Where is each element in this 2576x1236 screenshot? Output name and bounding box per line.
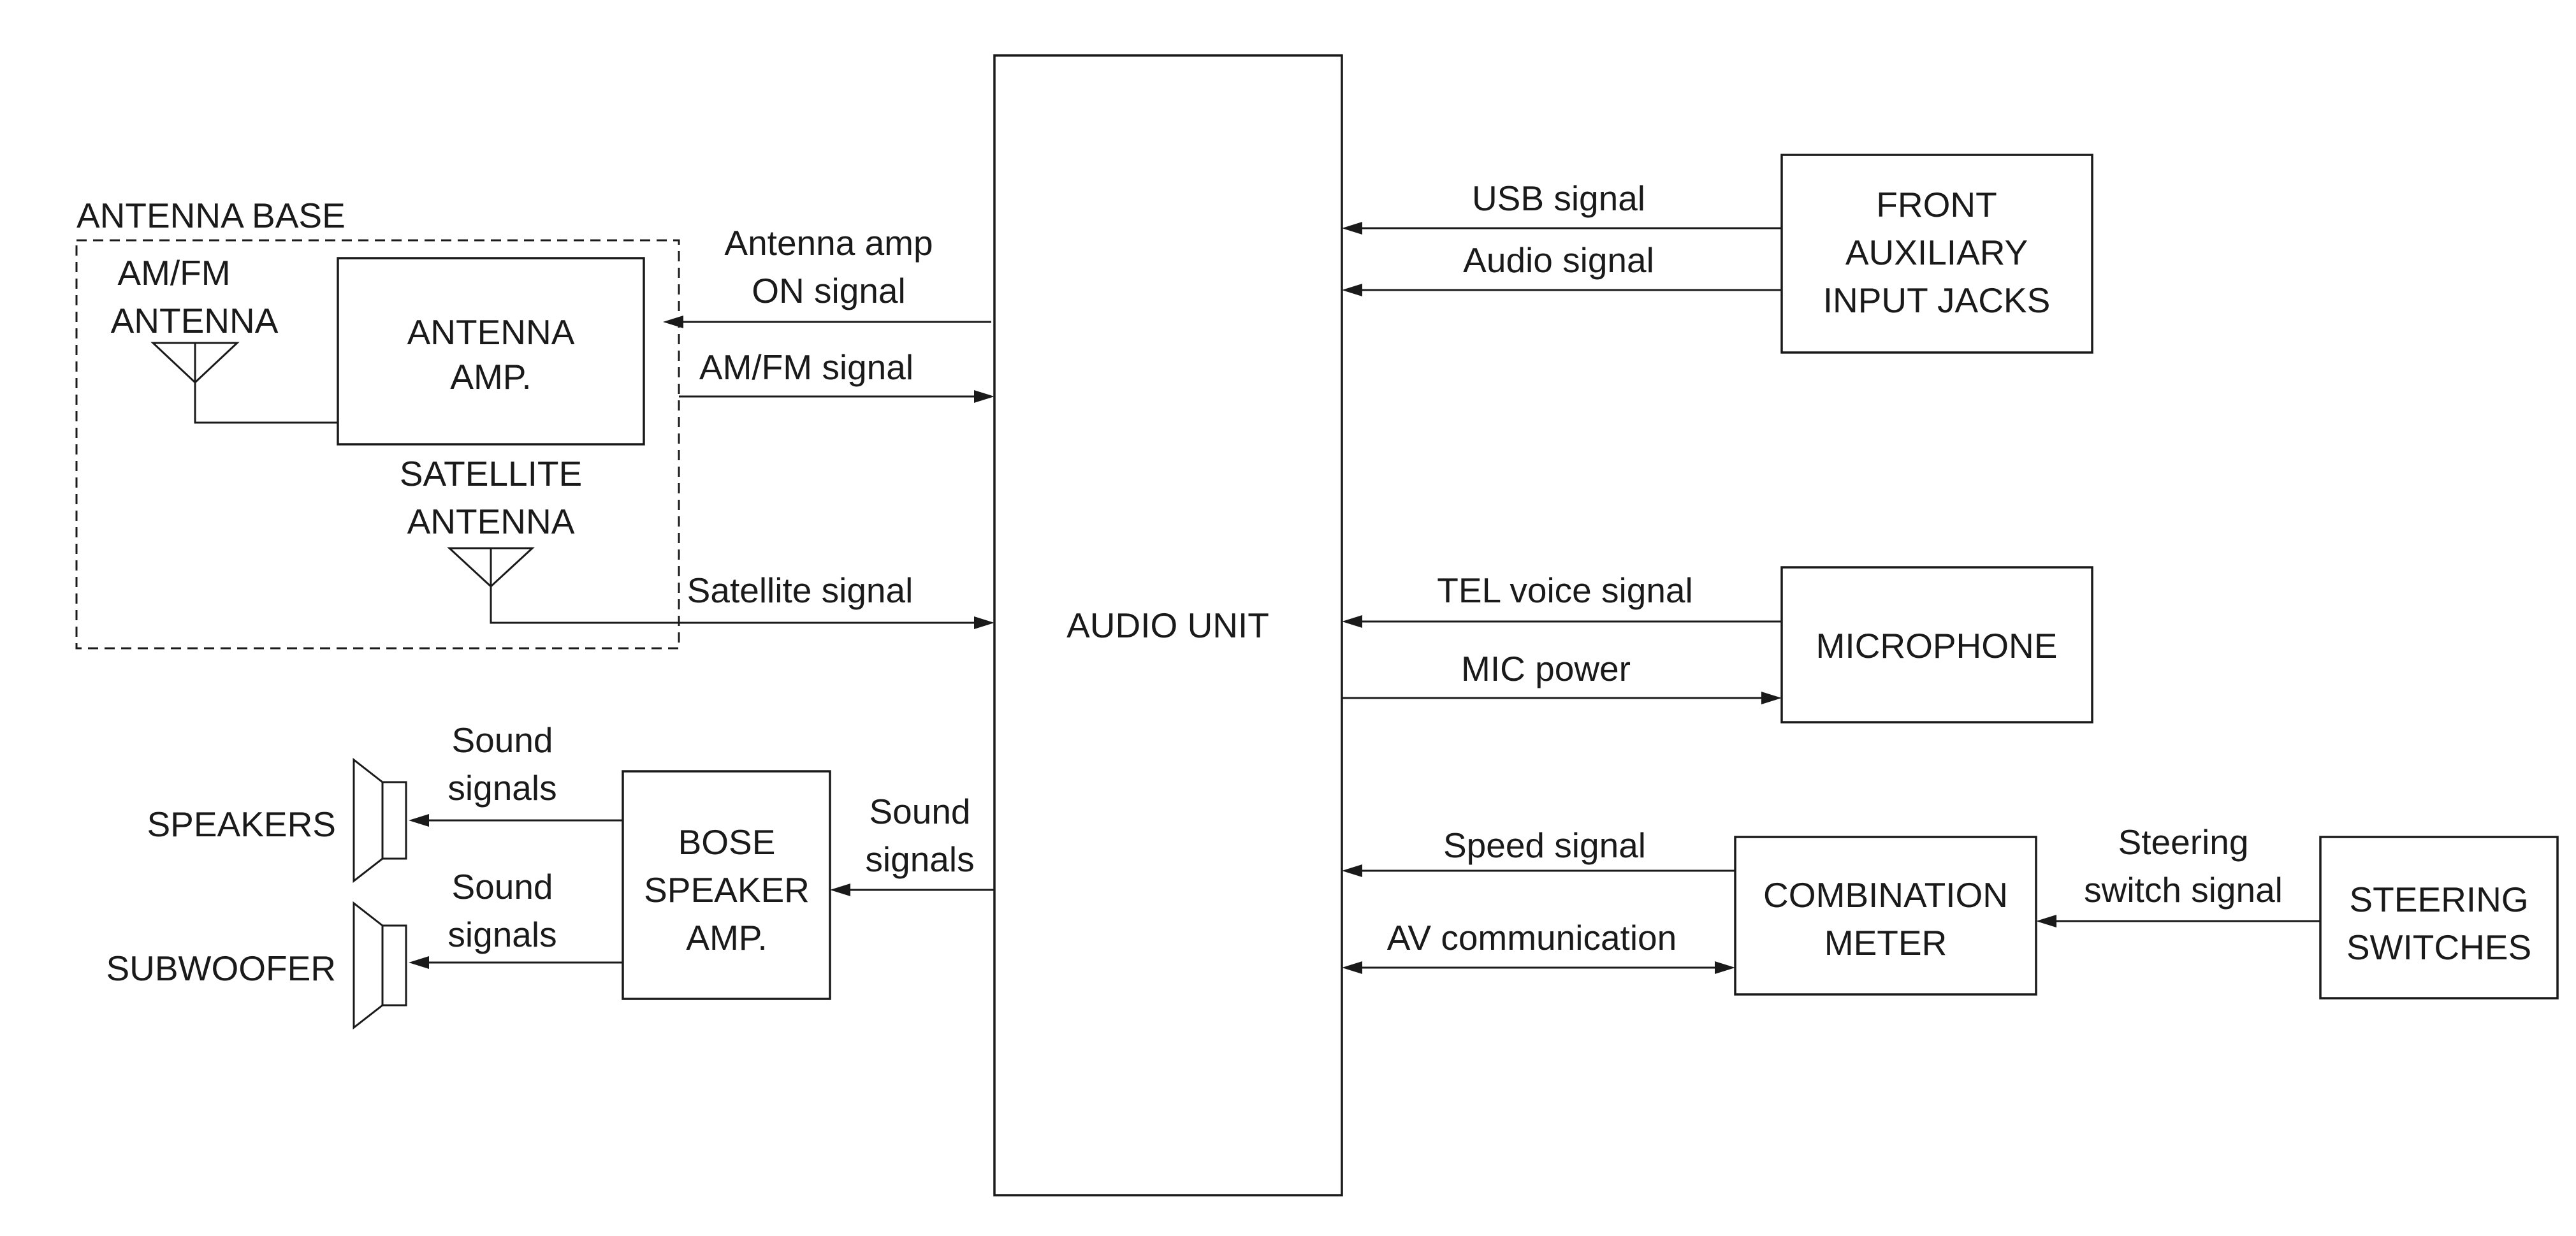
subwoofer-label: SUBWOOFER (106, 949, 336, 988)
sound-signals-to-speakers-label-line1: Sound (451, 720, 553, 760)
usb-signal-label: USB signal (1472, 178, 1645, 218)
subwoofer-icon (353, 901, 407, 1030)
steering-switch-signal-label-line2: switch signal (2084, 870, 2283, 910)
antenna-amp-on-label-line2: ON signal (752, 271, 905, 310)
steering-switches-block (2319, 836, 2559, 1000)
bose-speaker-amp-block (622, 770, 831, 1000)
audio-signal-arrowhead (1342, 284, 1362, 296)
av-communication-arrowhead-left (1342, 961, 1362, 974)
front-aux-label-line2: AUXILIARY (1845, 233, 2028, 272)
sound-signals-to-subwoofer-label-line1: Sound (451, 867, 553, 906)
amfm-antenna-label-line1: AM/FM (117, 253, 230, 293)
microphone-label: MICROPHONE (1816, 626, 2058, 665)
speakers-label: SPEAKERS (147, 804, 336, 844)
antenna-amp-label-line1: ANTENNA (407, 312, 575, 352)
antenna-amp-on-label-line1: Antenna amp (724, 223, 933, 263)
sound-signals-to-speakers-label-line2: signals (448, 768, 557, 808)
satellite-antenna-icon (447, 547, 679, 624)
amfm-antenna-label-line2: ANTENNA (111, 301, 279, 340)
audio-unit-label: AUDIO UNIT (1066, 606, 1269, 645)
amfm-signal-arrowhead (974, 390, 994, 403)
steering-switch-signal-arrowhead (2036, 915, 2056, 927)
bose-amp-label-line3: AMP. (686, 918, 767, 957)
steering-switches-label-line2: SWITCHES (2347, 927, 2531, 967)
satellite-antenna-label-line2: ANTENNA (407, 502, 575, 541)
front-aux-label-line3: INPUT JACKS (1823, 280, 2051, 320)
av-communication-label: AV communication (1387, 918, 1677, 957)
amfm-antenna-icon (150, 342, 338, 424)
speaker-icon (353, 757, 407, 883)
amfm-signal-label: AM/FM signal (699, 347, 913, 387)
tel-voice-signal-arrowhead (1342, 615, 1362, 628)
sound-signals-to-subwoofer-label-line2: signals (448, 915, 557, 954)
microphone-block (1780, 566, 2093, 723)
satellite-signal-label: Satellite signal (687, 571, 913, 610)
antenna-base-label: ANTENNA BASE (76, 196, 346, 235)
usb-signal-arrowhead (1342, 222, 1362, 235)
sound-signals-to-amp-label-line2: signals (865, 840, 974, 879)
steering-switches-label-line1: STEERING (2349, 880, 2528, 919)
audio-signal-label: Audio signal (1463, 240, 1654, 280)
combination-meter-label-line1: COMBINATION (1763, 875, 2008, 915)
av-communication-arrowhead-right (1715, 961, 1735, 974)
satellite-signal-arrowhead (974, 616, 994, 629)
front-aux-input-jacks-block (1780, 154, 2093, 354)
satellite-antenna-label-line1: SATELLITE (400, 454, 582, 493)
mic-power-label: MIC power (1461, 649, 1631, 688)
sound-signals-to-amp-arrowhead (830, 883, 850, 896)
sound-signals-to-speakers-arrowhead (409, 814, 429, 827)
sound-signals-to-amp-label-line1: Sound (869, 792, 970, 831)
mic-power-arrowhead (1761, 692, 1782, 704)
antenna-amp-on-arrowhead (663, 316, 683, 328)
bose-amp-label-line2: SPEAKER (644, 870, 810, 910)
tel-voice-signal-label: TEL voice signal (1437, 571, 1693, 610)
antenna-amp-label-line2: AMP. (450, 357, 531, 396)
combination-meter-block (1734, 836, 2037, 996)
front-aux-label-line1: FRONT (1876, 185, 1997, 224)
bose-amp-label-line1: BOSE (678, 822, 776, 862)
steering-switch-signal-label-line1: Steering (2118, 822, 2249, 862)
combination-meter-label-line2: METER (1824, 923, 1947, 963)
audio-unit-block (993, 54, 1343, 1196)
antenna-base-outline (75, 239, 680, 650)
speed-signal-arrowhead (1342, 864, 1362, 877)
speed-signal-label: Speed signal (1443, 825, 1646, 865)
sound-signals-to-subwoofer-arrowhead (409, 956, 429, 969)
antenna-amp-block (337, 257, 645, 446)
